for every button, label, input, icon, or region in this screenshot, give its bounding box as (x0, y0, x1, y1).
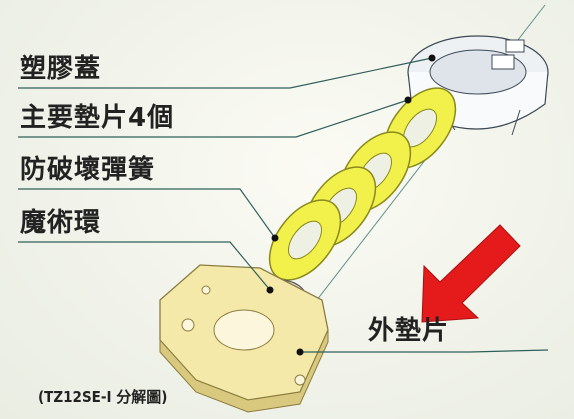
figure-caption: (TZ12SE-I 分解圖) (38, 388, 168, 406)
label-main-gaskets: 主要墊片4個 (20, 103, 175, 133)
main-gaskets-part (268, 87, 457, 281)
label-plastic-cover: 塑膠蓋 (20, 54, 102, 84)
label-outer-gasket: 外墊片 (368, 316, 450, 346)
outer-gasket-base-part (159, 264, 329, 413)
label-anti-break-spring: 防破壞彈簧 (20, 155, 156, 185)
leader-lines (18, 57, 549, 353)
direction-arrow (421, 224, 521, 323)
label-magic-ring: 魔術環 (20, 208, 102, 238)
leader-dots (266, 54, 436, 356)
